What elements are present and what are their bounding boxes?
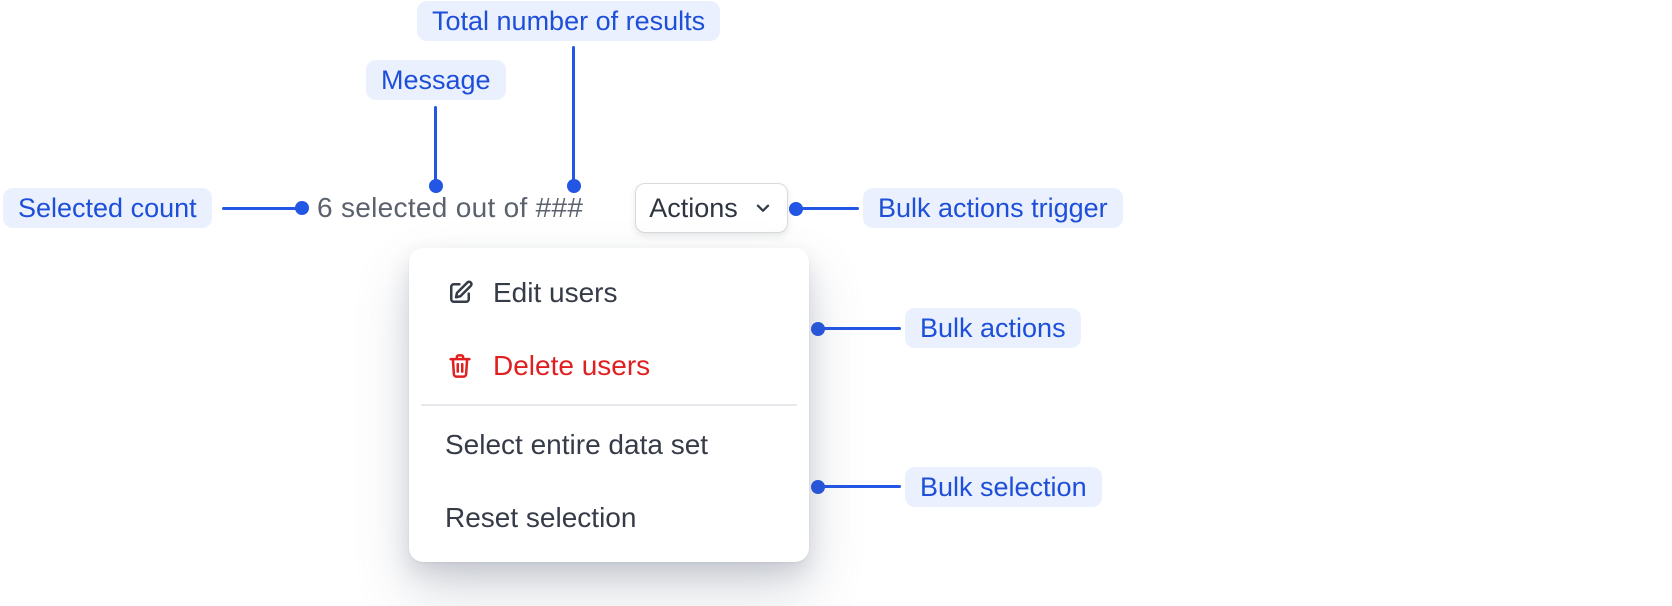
connector-line-bulk-selection: [821, 485, 901, 488]
connector-line-message: [434, 106, 437, 182]
connector-dot-message: [429, 179, 443, 193]
menu-divider: [421, 404, 797, 406]
menu-item-delete-users[interactable]: Delete users: [409, 329, 809, 402]
annotation-bulk-selection: Bulk selection: [905, 467, 1102, 507]
menu-item-reset-selection[interactable]: Reset selection: [409, 481, 809, 554]
menu-item-label: Edit users: [493, 276, 618, 308]
connector-dot-selected-count: [295, 201, 309, 215]
chevron-down-icon: [752, 197, 774, 219]
bulk-actions-trigger-button[interactable]: Actions: [635, 183, 788, 233]
annotation-bulk-actions-trigger: Bulk actions trigger: [863, 188, 1123, 228]
selection-count-message: 6 selected out of ###: [317, 192, 584, 223]
connector-dot-total-results: [567, 179, 581, 193]
menu-item-label: Delete users: [493, 349, 651, 381]
annotation-selected-count: Selected count: [3, 188, 212, 228]
connector-line-bulk-trigger: [799, 207, 859, 210]
annotation-bulk-actions: Bulk actions: [905, 308, 1081, 348]
annotation-message: Message: [366, 60, 506, 100]
connector-line-total-results: [572, 46, 575, 182]
connector-dot-bulk-actions: [811, 322, 825, 336]
actions-button-label: Actions: [649, 192, 738, 223]
menu-item-select-entire-data-set[interactable]: Select entire data set: [409, 408, 809, 481]
menu-item-edit-users[interactable]: Edit users: [409, 256, 809, 329]
connector-line-selected-count: [222, 207, 302, 210]
connector-line-bulk-actions: [821, 327, 901, 330]
bulk-actions-menu: Edit users Delete users Select entire da…: [409, 248, 809, 562]
annotation-total-results: Total number of results: [417, 1, 721, 41]
connector-dot-bulk-trigger: [789, 202, 803, 216]
connector-dot-bulk-selection: [811, 480, 825, 494]
menu-item-label: Select entire data set: [445, 428, 709, 460]
edit-icon: [445, 278, 475, 308]
menu-item-label: Reset selection: [445, 501, 637, 533]
trash-icon: [445, 351, 475, 381]
